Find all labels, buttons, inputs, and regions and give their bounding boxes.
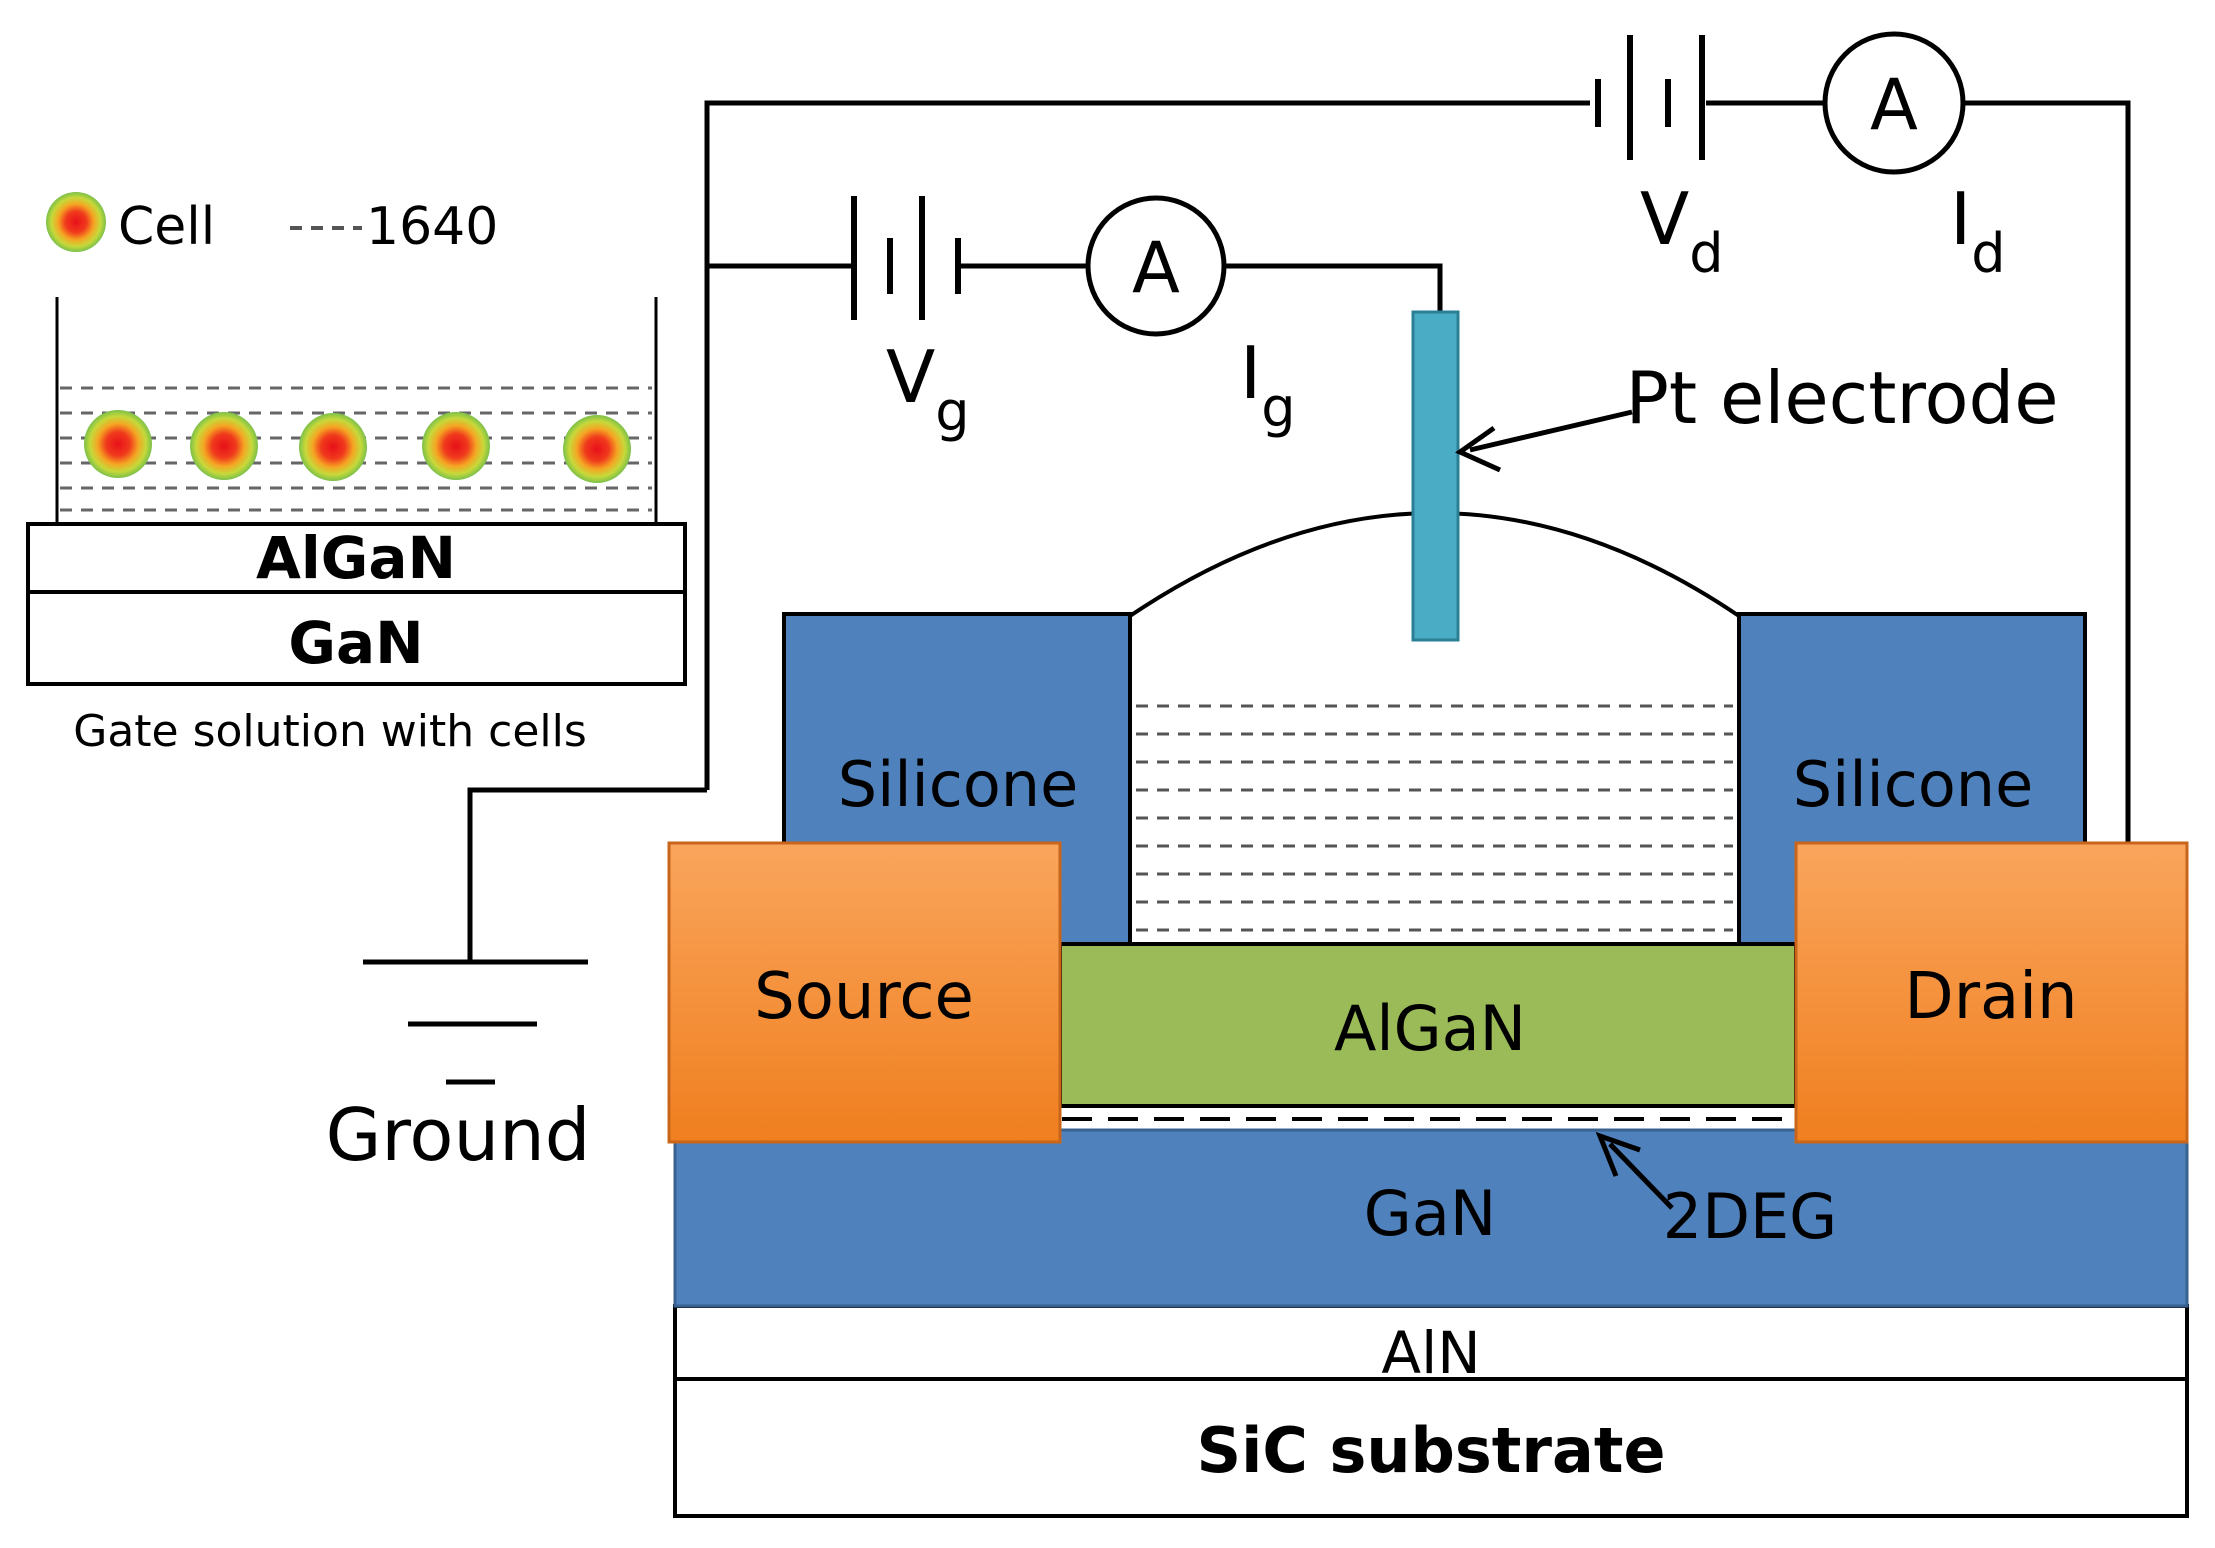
legend-medium-label: 1640 xyxy=(366,197,498,257)
electrode-arrowhead-icon xyxy=(1454,425,1502,473)
aln-label: AlN xyxy=(1381,1319,1480,1387)
source-contact xyxy=(667,841,1062,1144)
pt-electrode xyxy=(1411,310,1460,642)
inset-gan-layer xyxy=(26,590,687,686)
drain-current-label: Id xyxy=(1950,177,2006,285)
drain-wire-right xyxy=(1963,100,2131,848)
sic-substrate-label: SiC substrate xyxy=(1196,1414,1665,1487)
drain-ammeter-label: A xyxy=(1870,64,1918,146)
gate-voltage-label: Vg xyxy=(886,335,970,443)
gate-ammeter-icon: A xyxy=(1085,195,1227,337)
cell-icon xyxy=(563,415,631,483)
electrode-arrow xyxy=(1469,409,1633,453)
gate-battery-icon xyxy=(851,196,961,320)
cell-icon xyxy=(422,412,490,480)
gan-label: GaN xyxy=(1364,1177,1496,1250)
gate-current-label: Ig xyxy=(1240,331,1296,439)
algan-barrier-label: AlGaN xyxy=(1334,992,1526,1065)
legend-cell-icon xyxy=(46,192,106,252)
inset-caption: Gate solution with cells xyxy=(73,706,587,757)
legend-cell-label: Cell xyxy=(118,197,215,257)
gate-ammeter-label: A xyxy=(1132,227,1180,309)
circuit-wires xyxy=(467,100,2131,962)
silicone-right-label: Silicone xyxy=(1793,748,2034,821)
drain-wire-left xyxy=(704,100,1590,790)
2deg-arrow xyxy=(1608,1142,1674,1210)
2deg-arrowhead-icon xyxy=(1595,1131,1641,1177)
legend: Cell 1640 xyxy=(46,192,498,257)
drain-ammeter-icon: A xyxy=(1822,31,1966,175)
source-label: Source xyxy=(754,960,974,1034)
drain-contact xyxy=(1794,841,2189,1144)
well-solution-lines xyxy=(1136,704,1733,932)
2deg-label: 2DEG xyxy=(1663,1180,1837,1253)
ground-wire xyxy=(467,787,707,962)
cell-icon xyxy=(190,412,258,480)
drain-label: Drain xyxy=(1904,960,2077,1034)
ground-icon xyxy=(363,959,588,1085)
electrode-label: Pt electrode xyxy=(1625,356,2058,440)
inset-gan-label: GaN xyxy=(288,609,423,677)
cell-icon xyxy=(299,413,367,481)
drain-battery-icon xyxy=(1595,35,1705,160)
inset-algan-layer xyxy=(26,522,687,594)
cell-icon xyxy=(84,410,152,478)
inset-gate-solution: AlGaN GaN Gate solution with cells xyxy=(26,297,687,757)
sic-substrate-layer xyxy=(673,1377,2189,1518)
gate-wire-right xyxy=(1225,263,1443,312)
inset-algan-label: AlGaN xyxy=(256,524,456,592)
gan-layer xyxy=(673,1128,2189,1308)
device-stack: SiC substrate AlN GaN Silicone Silicone … xyxy=(667,310,2189,1518)
ground-label: Ground xyxy=(326,1093,591,1177)
silicone-left-label: Silicone xyxy=(838,748,1079,821)
drain-voltage-label: Vd xyxy=(1640,177,1724,285)
aln-layer xyxy=(673,1304,2189,1381)
